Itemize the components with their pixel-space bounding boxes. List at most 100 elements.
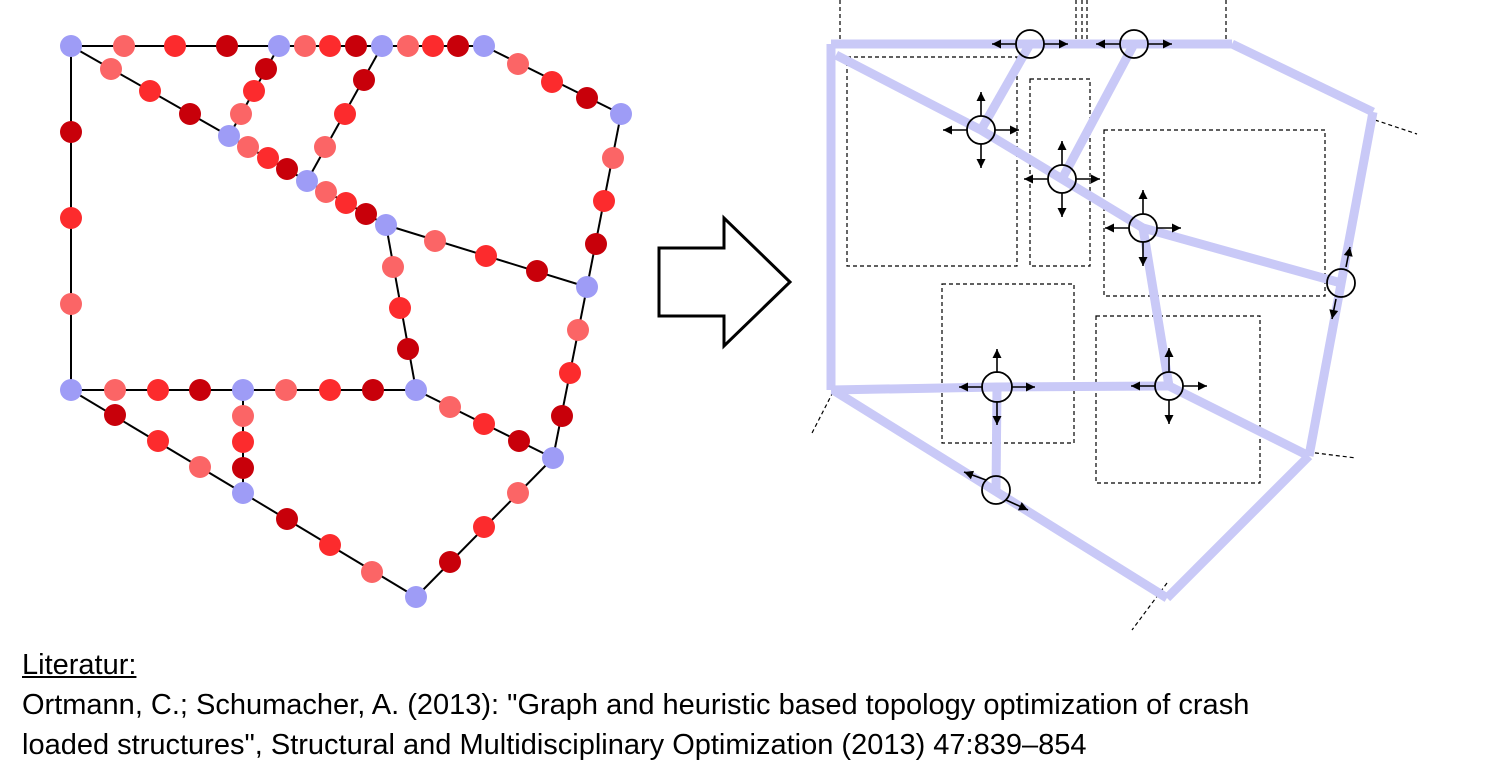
graph-node-red (232, 405, 254, 427)
boundary-extension-line (810, 391, 834, 436)
transition-arrow (657, 214, 793, 350)
graph-node-red (526, 260, 548, 282)
move-arrow-head (1026, 382, 1035, 392)
graph-node-red (473, 516, 495, 538)
movable-joint-marker (1119, 29, 1149, 59)
graph-node-red (576, 87, 598, 109)
structural-beam (833, 51, 1343, 288)
graph-node-red (189, 379, 211, 401)
move-arrow-head (1198, 381, 1207, 391)
graph-node-red (361, 561, 383, 583)
move-arrow-head (1163, 39, 1172, 49)
graph-node-red (232, 431, 254, 453)
design-space-box (1029, 78, 1091, 267)
graph-node-red (334, 103, 356, 125)
graph-node-red (294, 35, 316, 57)
graph-node-joint (60, 35, 82, 57)
graph-node-red (507, 53, 529, 75)
graph-node-red (439, 551, 461, 573)
move-arrow-head (992, 349, 1002, 358)
graph-node-joint (218, 125, 240, 147)
literature-caption: Literatur: Ortmann, C.; Schumacher, A. (… (22, 645, 1492, 765)
move-arrow-head (959, 382, 968, 392)
graph-node-red (60, 293, 82, 315)
graph-node-red (422, 35, 444, 57)
move-arrow-head (1057, 208, 1067, 217)
graph-node-joint (296, 170, 318, 192)
move-arrow-head (1091, 174, 1100, 184)
graph-node-red (447, 35, 469, 57)
graph-node-red (189, 456, 211, 478)
move-arrow-head (1131, 381, 1140, 391)
graph-node-red (585, 233, 607, 255)
graph-node-red (473, 413, 495, 435)
graph-node-red (397, 338, 419, 360)
graph-node-red (602, 147, 624, 169)
structural-beam (977, 41, 1034, 133)
graph-node-joint (542, 447, 564, 469)
graph-node-joint (576, 276, 598, 298)
movable-joint-marker (1015, 29, 1045, 59)
design-space-box (1103, 129, 1326, 297)
graph-node-red (424, 230, 446, 252)
graph-node-red (104, 379, 126, 401)
graph-node-red (507, 482, 529, 504)
graph-node-red (179, 103, 201, 125)
graph-node-red (593, 190, 615, 212)
move-arrow-head (1172, 223, 1181, 233)
graph-node-red (439, 396, 461, 418)
graph-node-red (60, 207, 82, 229)
graph-node-red (276, 508, 298, 530)
graph-node-red (319, 379, 341, 401)
move-arrow-head (1059, 39, 1068, 49)
graph-node-red (353, 69, 375, 91)
move-arrow-head (1343, 247, 1353, 257)
graph-node-red (60, 121, 82, 143)
hollow-right-arrow-icon (657, 214, 793, 350)
graph-node-red (397, 35, 419, 57)
structural-beam (1230, 39, 1375, 117)
structural-beam (1058, 41, 1138, 182)
movable-joint-marker (981, 475, 1011, 505)
graph-node-red (382, 256, 404, 278)
graph-node-red (100, 58, 122, 80)
design-space-box (941, 283, 1075, 444)
graph-node-joint (232, 482, 254, 504)
graph-node-joint (405, 586, 427, 608)
structural-beam (830, 386, 1170, 602)
graph-node-joint (232, 379, 254, 401)
graph-node-joint (405, 379, 427, 401)
graph-node-red (164, 35, 186, 57)
move-arrow-head (1138, 190, 1148, 199)
graph-node-joint (473, 35, 495, 57)
reference-line-2: loaded structures", Structural and Multi… (22, 729, 1087, 761)
graph-node-red (139, 80, 161, 102)
graph-node-red (541, 71, 563, 93)
topology-figure (60, 0, 1418, 631)
structural-beam (1163, 452, 1313, 602)
graph-node-red (551, 405, 573, 427)
graph-node-red (389, 297, 411, 319)
literature-heading: Literatur: (22, 649, 137, 681)
graph-node-red (216, 35, 238, 57)
move-arrow-head (976, 92, 986, 101)
structural-beam (1138, 227, 1174, 387)
graph-node-red (104, 404, 126, 426)
graph-node-joint (371, 35, 393, 57)
graph-node-red (275, 379, 297, 401)
graph-node-red (257, 147, 279, 169)
graph-node-joint (610, 103, 632, 125)
movable-joint-marker (966, 115, 996, 145)
structural-beam (1304, 111, 1378, 457)
design-space-box (846, 56, 1018, 267)
graph-node-red (335, 192, 357, 214)
movable-joint-marker (1047, 164, 1077, 194)
graph-node-red (147, 379, 169, 401)
movable-joint-marker (1154, 371, 1184, 401)
graph-node-red (255, 58, 277, 80)
graph-node-red (315, 181, 337, 203)
move-arrow-head (964, 470, 974, 480)
design-space-box (1095, 315, 1261, 484)
movable-joint-marker (1128, 213, 1158, 243)
graph-node-red (319, 35, 341, 57)
